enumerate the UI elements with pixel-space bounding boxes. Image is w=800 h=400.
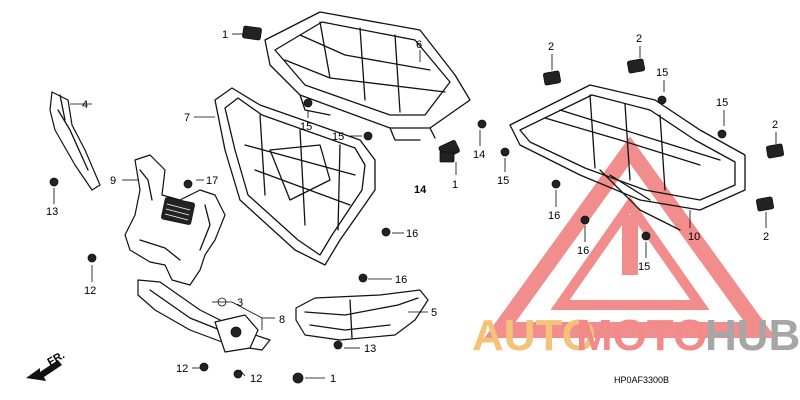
callout-1: 1 [222, 29, 228, 41]
callout-12: 12 [250, 373, 262, 385]
rack-10[interactable] [509, 84, 746, 231]
watermark-word-1: AUTO [472, 311, 596, 360]
watermark-word-3: HUB [705, 311, 800, 360]
callout-2: 2 [772, 119, 778, 131]
callout-16: 16 [577, 245, 589, 257]
callout-13: 13 [46, 206, 58, 218]
callout-1: 1 [330, 373, 336, 385]
callout-5: 5 [431, 307, 437, 319]
callout-2: 2 [548, 41, 554, 53]
callout-14: 14 [473, 149, 485, 161]
callout-10: 10 [688, 231, 700, 243]
callout-2: 2 [763, 231, 769, 243]
callout-9: 9 [110, 175, 116, 187]
callout-2: 2 [636, 33, 642, 45]
callout-4: 4 [82, 99, 88, 111]
callout-17: 17 [206, 175, 218, 187]
callout-12: 12 [84, 285, 96, 297]
rear-carrier-6[interactable] [264, 11, 471, 141]
callout-16: 16 [548, 210, 560, 222]
callout-15: 15 [332, 131, 344, 143]
front-bumper-7[interactable] [214, 87, 376, 266]
direction-label: FR. [46, 349, 67, 368]
callout-15: 15 [638, 261, 650, 273]
callout-12: 12 [176, 363, 188, 375]
watermark-triangle [484, 136, 776, 338]
rack-pads [542, 58, 785, 212]
callout-8: 8 [279, 314, 285, 326]
callout-16: 16 [395, 274, 407, 286]
watermark-logo: AUTO MOTO HUB [472, 311, 800, 360]
diagram-code: HP0AF3300B [614, 375, 669, 385]
skid-plate[interactable] [137, 279, 271, 353]
callout-7: 7 [184, 112, 190, 124]
side-guard-4[interactable] [49, 91, 101, 191]
callout-labels: 1 6 4 7 15 15 14 14 1 9 17 13 16 16 12 3… [46, 29, 778, 385]
rear-carrier-pad [242, 25, 460, 159]
leader-lines [53, 33, 777, 379]
callout-15: 15 [716, 97, 728, 109]
fender-cover-5[interactable] [295, 289, 429, 341]
callout-15: 15 [300, 121, 312, 133]
callout-13: 13 [364, 343, 376, 355]
callout-16: 16 [406, 228, 418, 240]
callout-15: 15 [497, 175, 509, 187]
front-lower-cover-9[interactable] [124, 154, 226, 286]
fasteners [49, 95, 727, 384]
front-direction-arrow: FR. [26, 349, 67, 381]
callout-6: 6 [416, 39, 422, 51]
callout-14: 14 [414, 184, 427, 196]
callout-15: 15 [656, 67, 668, 79]
callout-1: 1 [452, 179, 458, 191]
watermark-word-2: MOTO [576, 311, 707, 360]
callout-3: 3 [237, 297, 243, 309]
